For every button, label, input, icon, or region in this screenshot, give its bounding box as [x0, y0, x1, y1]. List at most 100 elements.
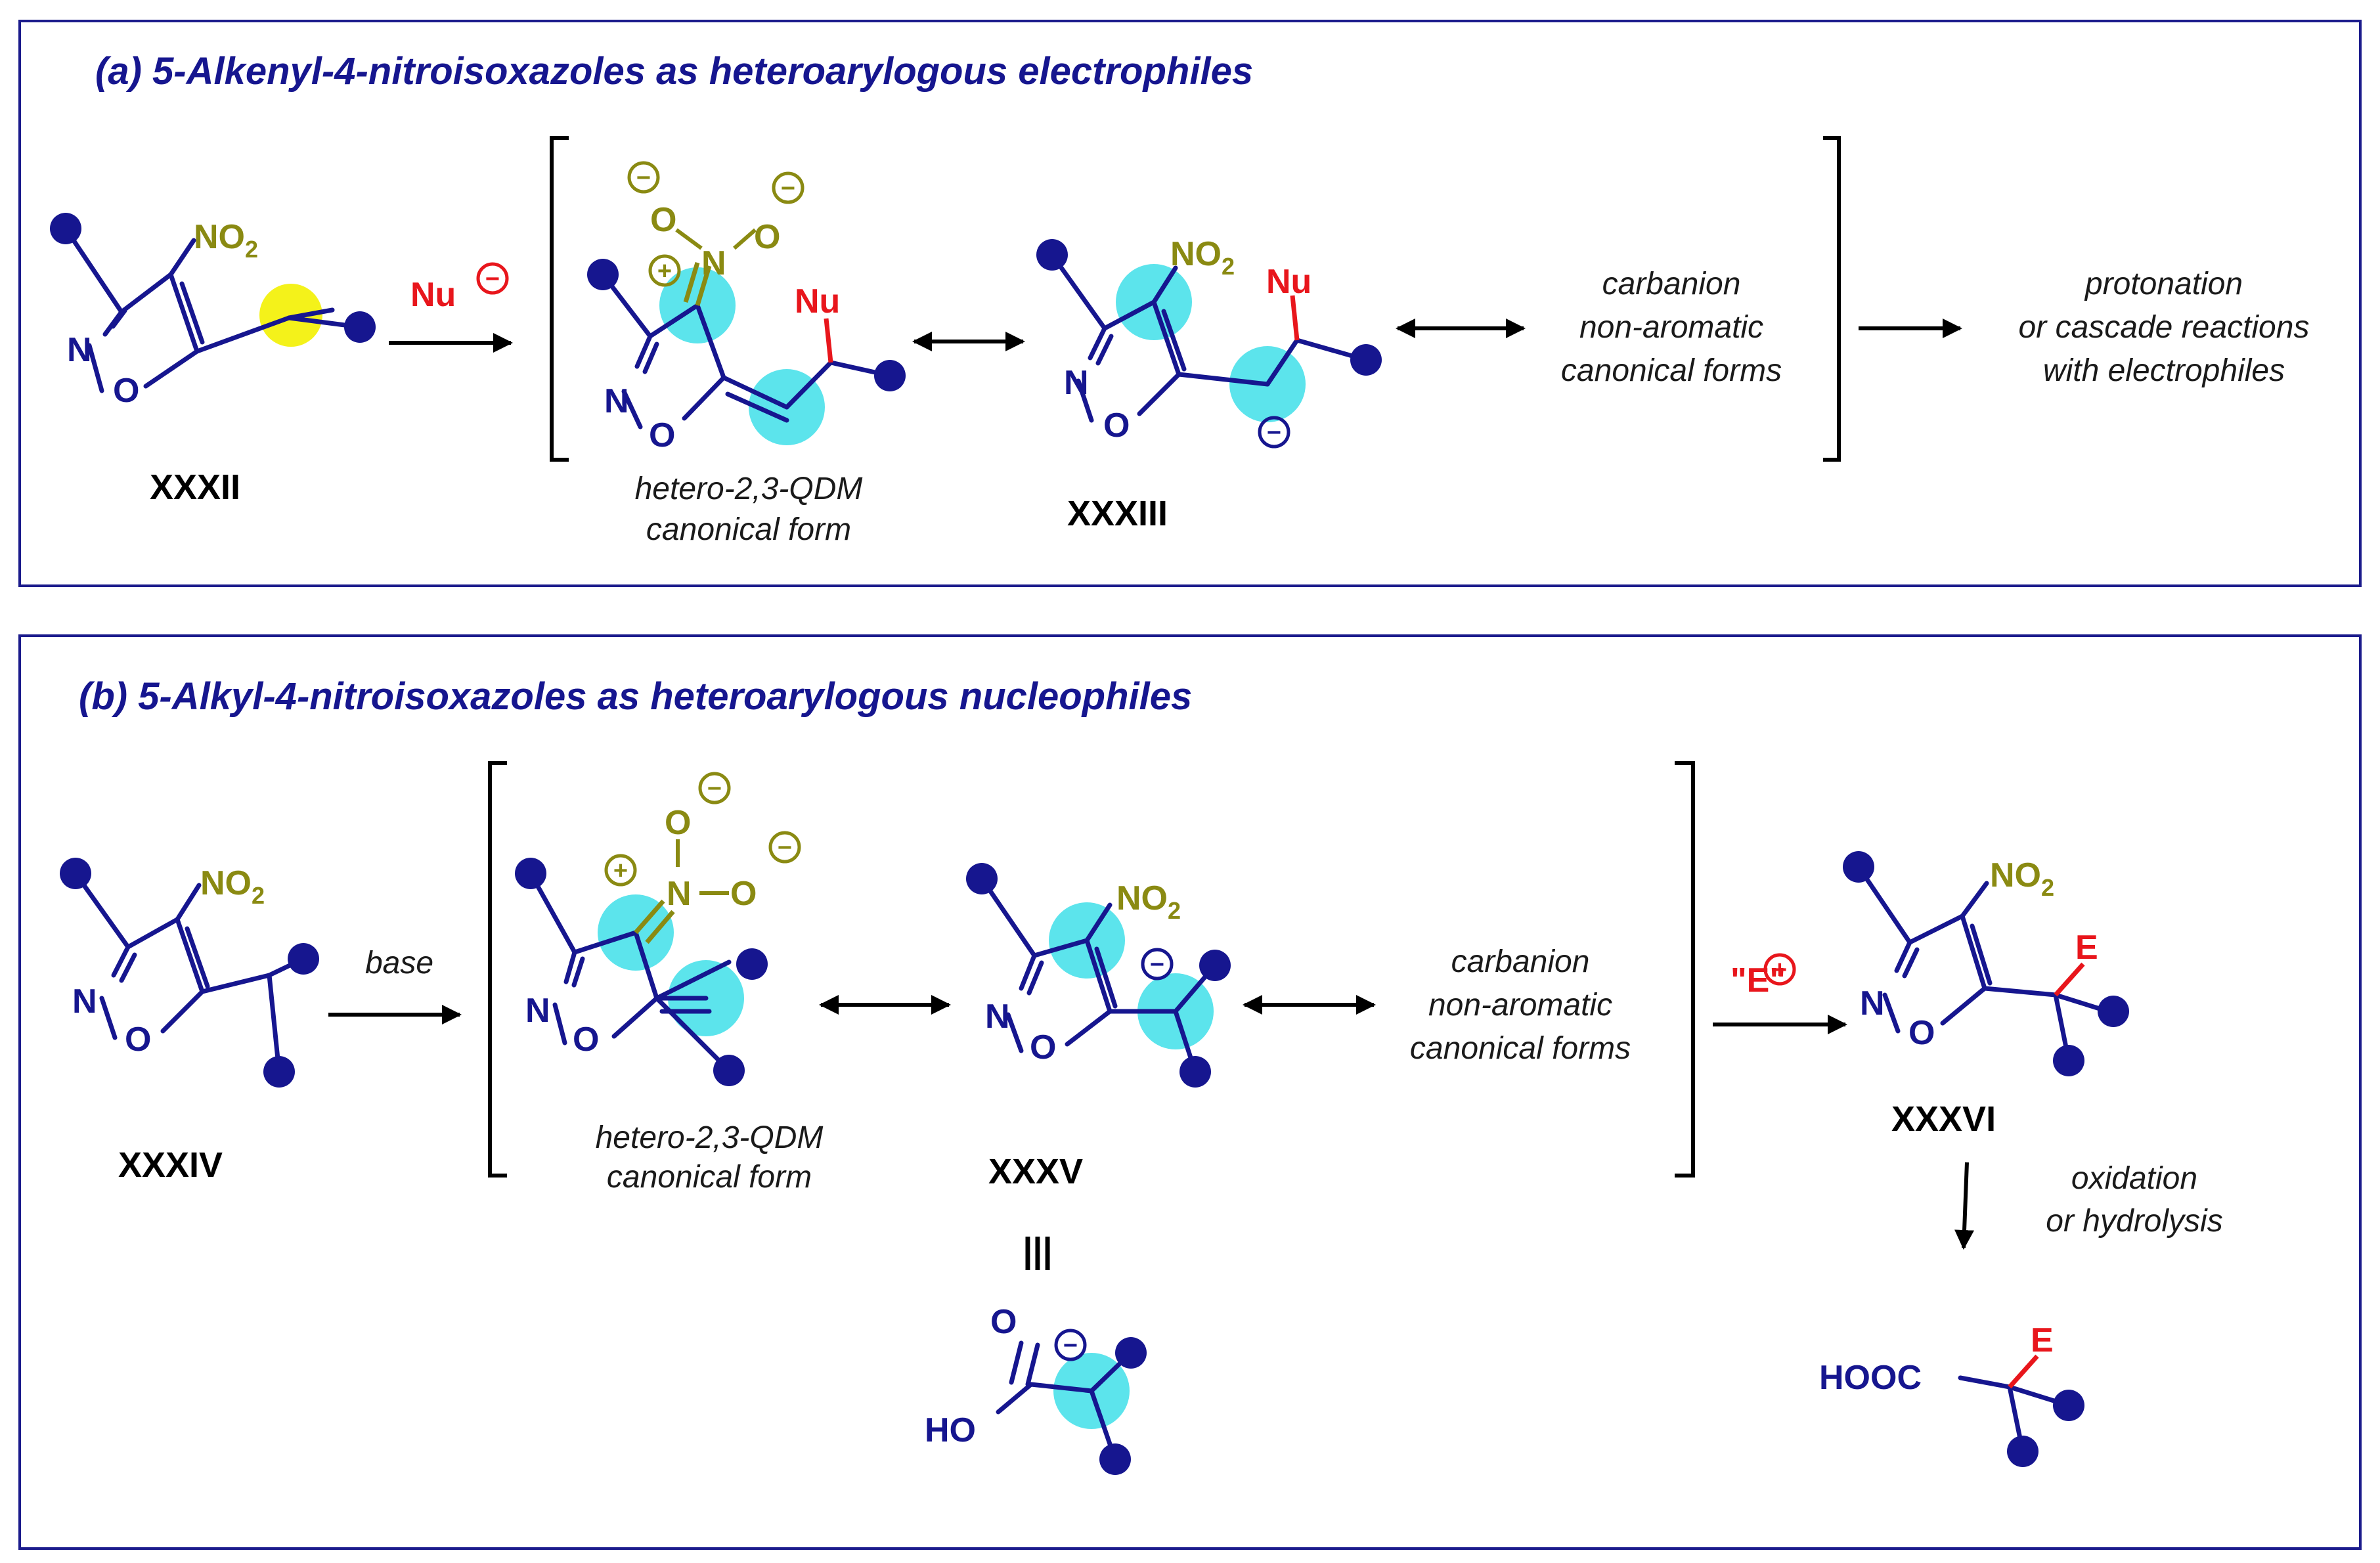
- panel-b-frame: [18, 634, 2362, 1550]
- carbanion-note-line2: non-aromatic: [1428, 988, 1612, 1023]
- compound-label-xxxii: XXXII: [150, 468, 240, 507]
- atom-o: O: [990, 1303, 1017, 1341]
- plus-sign: +: [1773, 956, 1787, 984]
- right-bracket-a: [1823, 136, 1841, 462]
- substituent-dot: [288, 943, 319, 975]
- oxidation-line1: oxidation: [2071, 1161, 2197, 1196]
- electrophile-label: "E": [1730, 961, 1786, 1000]
- outcome-line2: or cascade reactions: [2019, 310, 2310, 345]
- nitro-group: NO2: [1170, 235, 1235, 280]
- nitro-group: NO2: [200, 864, 265, 909]
- e-bond: [2054, 962, 2085, 997]
- compound-label-xxxiv: XXXIV: [118, 1145, 223, 1185]
- atom-o: O: [113, 372, 139, 410]
- substituent-dot: [1843, 851, 1874, 883]
- substituent-dot: [1099, 1443, 1131, 1475]
- atom-o: O: [730, 875, 757, 913]
- minus-charge: [698, 772, 731, 804]
- qdm-caption-line2: canonical form: [607, 1160, 812, 1195]
- nitro-no: NO: [1116, 879, 1168, 917]
- nitro-group: NO2: [1990, 856, 2054, 901]
- nitronate-double-bond: [634, 899, 665, 935]
- minus-sign: −: [1267, 419, 1281, 447]
- minus-sign: −: [1150, 951, 1164, 979]
- minus-charge: [768, 831, 801, 864]
- atom-n: N: [985, 998, 1010, 1036]
- atom-n: N: [604, 382, 629, 420]
- plus-charge: [604, 854, 637, 887]
- nucleophile-label: Nu: [410, 276, 456, 314]
- substituent-dot: [587, 259, 619, 290]
- substituent-dot: [50, 213, 81, 244]
- nitro-no: NO: [200, 864, 252, 902]
- left-bracket-a: [550, 136, 569, 462]
- carbanion-note-line1: carbanion: [1451, 944, 1590, 979]
- carbanion-note-line1: carbanion: [1602, 267, 1741, 301]
- qdm-caption-line1: hetero-2,3-QDM: [596, 1120, 824, 1155]
- substituent-dot: [2053, 1390, 2084, 1421]
- carbanion-note-line3: canonical forms: [1561, 353, 1782, 388]
- substituent-dot: [736, 948, 768, 980]
- minus-charge: [627, 161, 660, 194]
- atom-o: O: [1103, 407, 1130, 445]
- carbanion-note-line2: non-aromatic: [1579, 310, 1763, 345]
- substituent-dot: [2053, 1045, 2084, 1076]
- atom-o: O: [125, 1021, 151, 1059]
- atom-n: N: [1860, 984, 1885, 1023]
- nitro-subscript: 2: [1168, 897, 1181, 924]
- substituent-dot: [1036, 239, 1068, 271]
- structure-xxxiv: [73, 871, 306, 1074]
- outcome-line1: protonation: [2084, 267, 2243, 301]
- minus-sign: −: [781, 175, 795, 202]
- substituent-dot: [1199, 950, 1231, 981]
- panel-a-title: (a) 5-Alkenyl-4-nitroisoxazoles as heter…: [95, 50, 1253, 93]
- e-bond: [2008, 1354, 2039, 1389]
- nitro-subscript: 2: [2041, 874, 2054, 901]
- substituent-dot: [1115, 1337, 1147, 1369]
- nitro-subscript: 2: [252, 882, 265, 909]
- atom-n: N: [72, 982, 97, 1021]
- plus-charge: [648, 254, 681, 287]
- atom-o: O: [665, 804, 691, 842]
- atom-o: O: [649, 416, 675, 454]
- base-label: base: [365, 946, 433, 980]
- panel-b-title: (b) 5-Alkyl-4-nitroisoxazoles as heteroa…: [79, 675, 1192, 718]
- e-label: E: [2075, 929, 2098, 967]
- nu-bond: [1290, 295, 1300, 341]
- atom-o: O: [573, 1021, 599, 1059]
- right-bracket-b: [1675, 761, 1695, 1178]
- minus-sign: −: [636, 164, 651, 192]
- qdm-caption-line1: hetero-2,3-QDM: [635, 472, 863, 506]
- atom-n: N: [525, 992, 550, 1030]
- compound-label-xxxiii: XXXIII: [1067, 494, 1168, 533]
- nitro-no: NO: [1170, 235, 1222, 273]
- downward-arrow: [1954, 1162, 1975, 1250]
- qdm-caption-line2: canonical form: [646, 512, 851, 547]
- nitronate-n-o-bond: [733, 228, 757, 250]
- equivalence-symbol: |||: [1023, 1231, 1052, 1271]
- compound-label-xxxv: XXXV: [988, 1152, 1083, 1191]
- carbanion-note-line3: canonical forms: [1410, 1031, 1631, 1066]
- atom-o: O: [1030, 1028, 1056, 1067]
- nitro-no: NO: [1990, 856, 2041, 894]
- substituent-dot: [263, 1056, 295, 1088]
- nitro-no: NO: [194, 218, 245, 256]
- plus-sign: +: [613, 857, 628, 885]
- plus-charge: [1763, 953, 1796, 986]
- oxidation-line2: or hydrolysis: [2046, 1204, 2222, 1239]
- nu-label: Nu: [1266, 263, 1311, 301]
- minus-charge: [1141, 948, 1174, 980]
- substituent-dot: [966, 863, 998, 894]
- nitro-subscript: 2: [1222, 253, 1235, 280]
- substituent-dot: [1350, 344, 1382, 376]
- hooc-group: HOOC: [1819, 1359, 1922, 1397]
- minus-sign: −: [707, 775, 722, 803]
- nitronate-double-bond: [683, 261, 700, 303]
- atom-n: N: [67, 331, 92, 369]
- substituent-dot: [2007, 1436, 2038, 1467]
- structure-qdm-a: [600, 272, 892, 429]
- nitronate-double-bond: [645, 910, 675, 944]
- substituent-dot: [344, 311, 376, 343]
- structure-xxxvi: [1856, 864, 2111, 1063]
- structure-xxxiii: [1049, 252, 1369, 423]
